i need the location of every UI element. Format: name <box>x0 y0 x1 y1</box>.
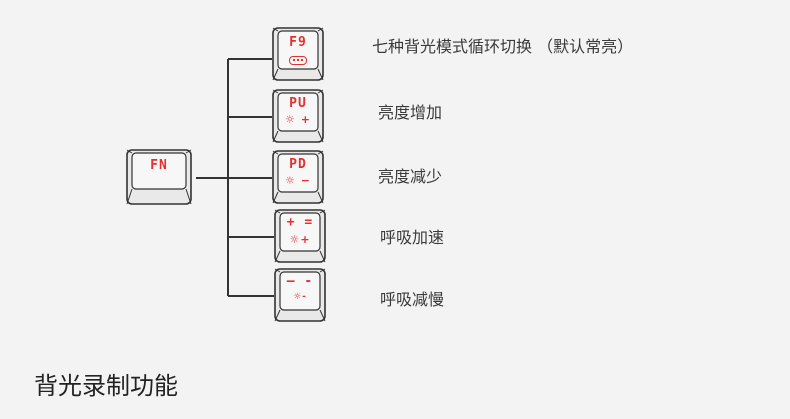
key-f9: F9 <box>272 27 324 81</box>
sun-minus-icon: ☼- <box>293 292 307 302</box>
description-brightness-down: 亮度减少 <box>378 167 443 186</box>
key-top-label: PU <box>289 96 307 111</box>
led-pill-icon <box>289 55 307 65</box>
fn-key-label: FN <box>150 158 168 173</box>
description-brightness-up: 亮度增加 <box>378 103 443 122</box>
key-top-label: F9 <box>289 35 307 50</box>
key-minus: — - ☼- <box>274 268 326 322</box>
description-breath-faster: 呼吸加速 <box>380 228 445 247</box>
sun-minus-icon: ☼ − <box>285 174 311 187</box>
sun-plus-icon: ☼+ <box>289 233 311 246</box>
key-top-label: PD <box>289 157 307 172</box>
description-backlight-mode: 七种背光模式循环切换 （默认常亮） <box>372 37 634 56</box>
key-plus-equal: + = ☼+ <box>274 209 326 263</box>
section-title: 背光录制功能 <box>34 372 178 400</box>
key-top-label: + = <box>286 215 314 230</box>
fn-key: FN <box>126 149 192 205</box>
sun-plus-icon: ☼ + <box>285 113 311 126</box>
description-breath-slower: 呼吸减慢 <box>380 290 445 309</box>
key-top-label: — - <box>286 274 314 289</box>
key-pd: PD ☼ − <box>272 150 324 204</box>
key-bottom-label <box>272 54 324 65</box>
key-pu: PU ☼ + <box>272 89 324 143</box>
